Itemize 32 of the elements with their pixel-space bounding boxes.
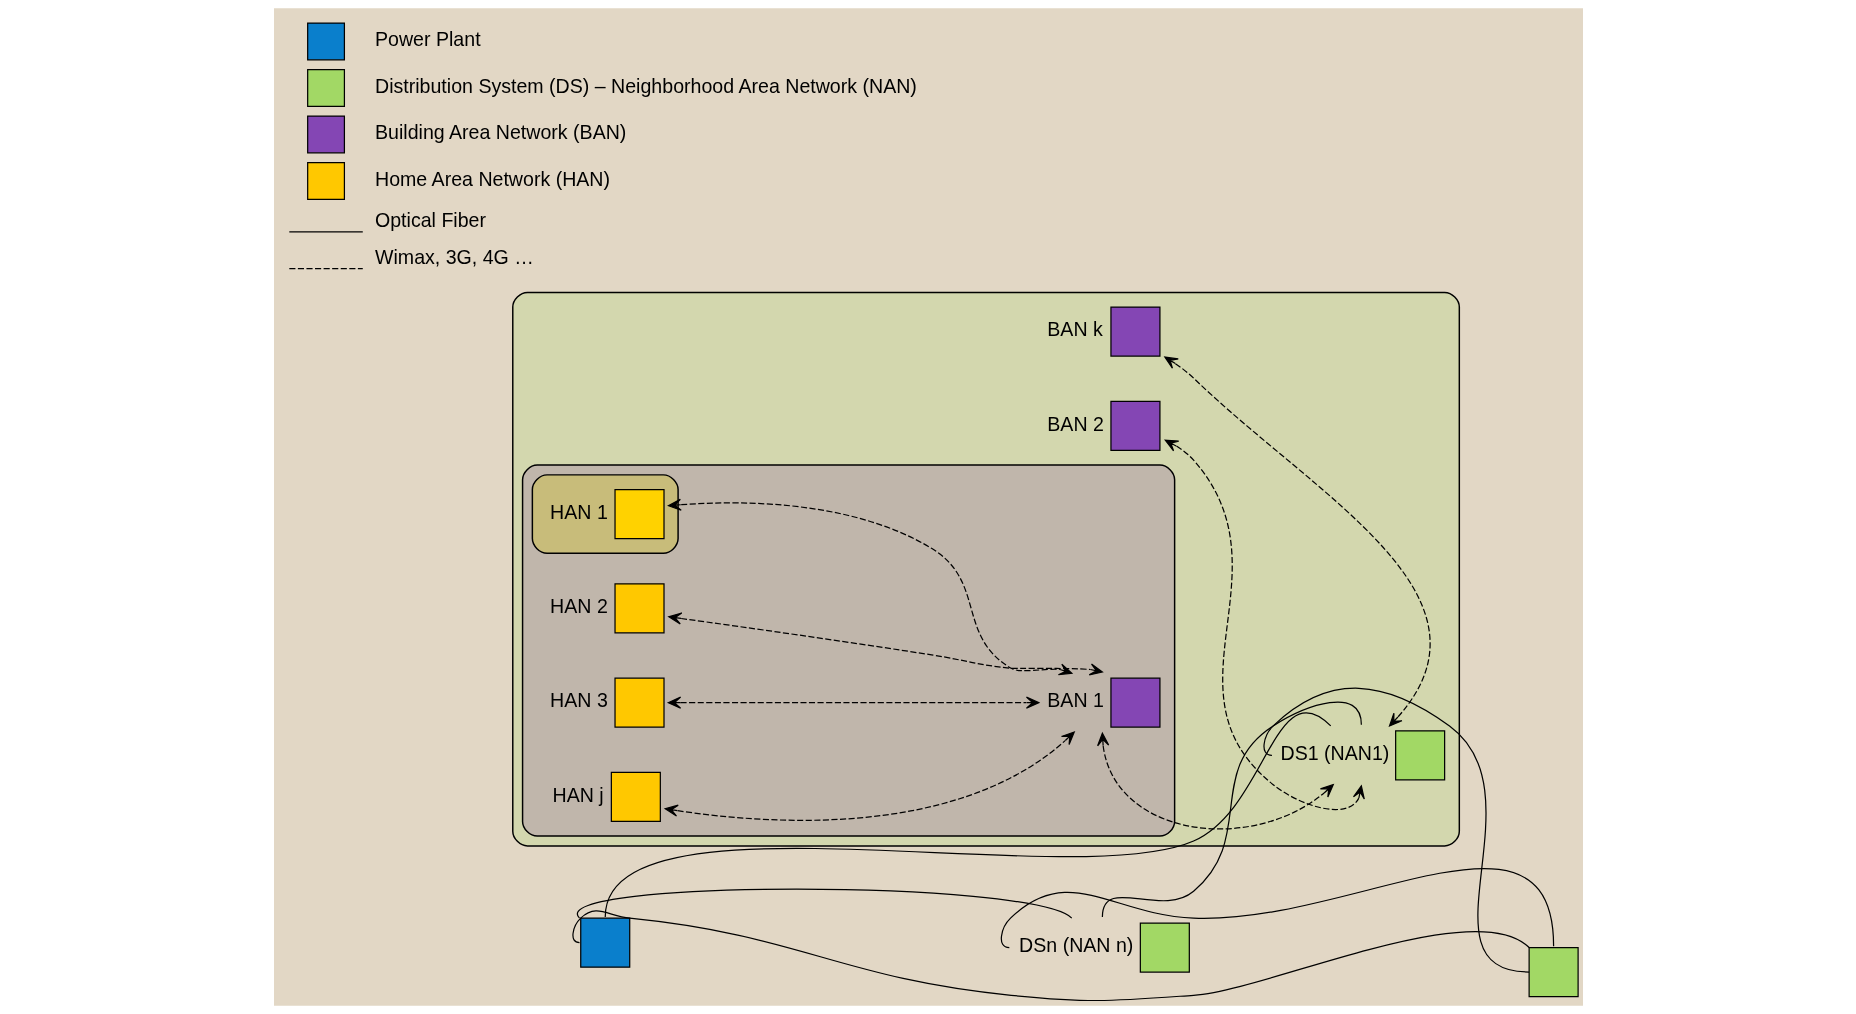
arrow xyxy=(1164,439,1365,811)
cluster xyxy=(531,474,679,554)
arrow xyxy=(664,731,1075,821)
node-label: HAN j xyxy=(552,783,604,806)
node-box xyxy=(1528,946,1579,998)
legend-label: Distribution System (DS) – Neighborhood Area Network (NAN) xyxy=(374,74,917,97)
node-label: BAN k xyxy=(1046,318,1103,341)
legend-label: Optical Fiber xyxy=(374,209,486,232)
node-label: DSn (NAN n) xyxy=(1018,934,1133,957)
node-box xyxy=(579,917,630,968)
node-label: DS1 (NAN1) xyxy=(1280,741,1389,764)
node-label: BAN 1 xyxy=(1046,689,1104,712)
legend-label: Power Plant xyxy=(374,28,481,51)
arrow xyxy=(667,498,1072,676)
node-label: BAN 2 xyxy=(1046,412,1104,435)
node-label: HAN 1 xyxy=(549,500,608,523)
connector xyxy=(1262,687,1530,973)
node-label: HAN 2 xyxy=(549,595,608,617)
node-label: HAN 3 xyxy=(549,689,608,712)
cluster xyxy=(511,291,1460,847)
legend-label: Home Area Network (HAN) xyxy=(374,167,610,190)
legend-label: Wimax, 3G, 4G … xyxy=(374,246,534,269)
connector xyxy=(604,712,1331,918)
cluster xyxy=(521,464,1175,837)
connector xyxy=(578,888,1072,919)
arrow xyxy=(667,696,1039,709)
legend-label: Building Area Network (BAN) xyxy=(374,121,626,144)
connector xyxy=(1101,701,1362,918)
arrow xyxy=(1163,356,1430,727)
connector xyxy=(571,910,1530,1002)
arrow xyxy=(1096,732,1334,830)
arrow xyxy=(667,612,1103,676)
